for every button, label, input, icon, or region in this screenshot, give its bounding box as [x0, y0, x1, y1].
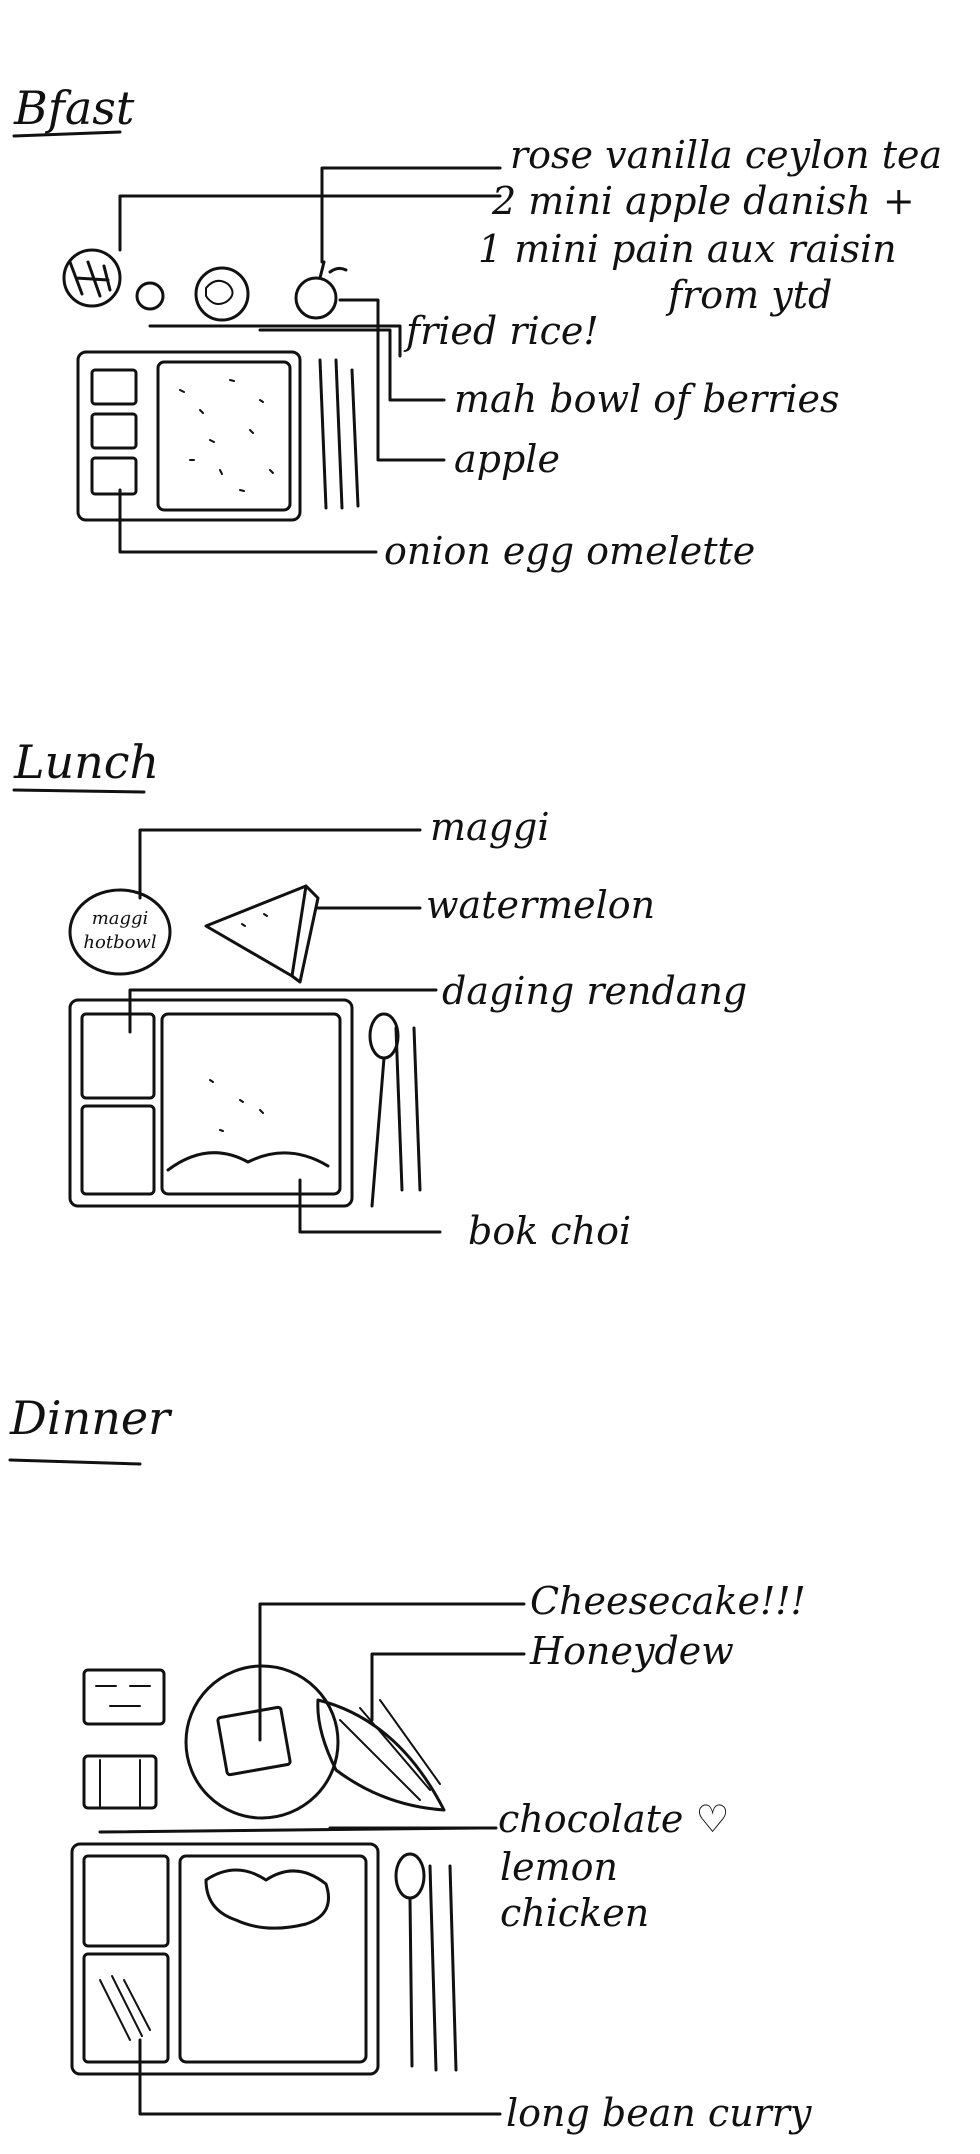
drink-box-icon [82, 1668, 166, 1810]
tea-leader [118, 194, 502, 252]
breakfast-tray-icon [76, 350, 302, 522]
dinner-section: Dinner [8, 1391, 812, 2135]
lunch-section: Lunch maggi hotbowl maggi w [12, 735, 747, 1253]
lunch-tray-icon [68, 998, 354, 1208]
breakfast-heading: Bfast [13, 81, 135, 135]
maggi-bowl-text-line2: hotbowl [83, 932, 156, 953]
tea-cup-icon [62, 248, 122, 308]
apple-leader [338, 298, 446, 462]
maggi-leader [138, 828, 422, 900]
omelette-leader [118, 488, 378, 554]
honeydew-label: Honeydew [529, 1629, 734, 1673]
berries-label: mah bowl of berries [454, 377, 840, 421]
pastry-label-line3: from ytd [665, 273, 832, 317]
maggi-bowl-icon: maggi hotbowl [68, 888, 172, 976]
cheesecake-leader [258, 1602, 526, 1742]
apple-label: apple [454, 437, 560, 481]
spoon-chopsticks-icon [368, 1012, 422, 1208]
berries-leader [258, 328, 446, 402]
honeydew-icon [316, 1698, 446, 1812]
honeydew-leader [370, 1652, 526, 1722]
curry-label: long bean curry [506, 2091, 812, 2135]
cheesecake-plate-icon [184, 1664, 340, 1820]
pastry-label-line2: 1 mini pain aux raisin [478, 227, 897, 271]
dinner-tray-icon [70, 1842, 380, 2076]
small-dish-icon [135, 281, 165, 311]
chocolate-label: chocolate ♡ [498, 1797, 730, 1841]
cheesecake-label: Cheesecake!!! [530, 1579, 806, 1623]
pastry-label-line1: 2 mini apple danish + [491, 179, 915, 223]
breakfast-underline [12, 130, 122, 138]
tea-label: rose vanilla ceylon tea [510, 133, 942, 177]
lunch-underline [12, 788, 146, 794]
omelette-label: onion egg omelette [384, 529, 755, 573]
lemon-label: lemon [500, 1845, 618, 1889]
bokchoi-leader [298, 1178, 442, 1234]
bokchoi-label: bok choi [468, 1209, 631, 1253]
maggi-bowl-text-line1: maggi [92, 908, 149, 929]
dinner-underline [8, 1458, 142, 1466]
breakfast-section: Bfast [12, 81, 942, 573]
pastry-plate-icon [194, 266, 250, 322]
dinner-heading: Dinner [9, 1391, 173, 1445]
lunch-heading: Lunch [13, 735, 159, 789]
apple-icon [294, 260, 348, 320]
chicken-label: chicken [500, 1891, 649, 1935]
chopsticks-icon [318, 358, 360, 510]
maggi-label: maggi [430, 805, 550, 849]
watermelon-icon [204, 884, 320, 984]
rice-label: fried rice! [403, 309, 599, 353]
watermelon-label: watermelon [426, 883, 655, 927]
pastry-leader [320, 166, 502, 264]
dinner-utensils-icon [394, 1852, 458, 2072]
rendang-label: daging rendang [442, 969, 747, 1013]
curry-leader [138, 2038, 502, 2116]
rice-leader [148, 324, 402, 358]
rendang-leader [128, 988, 438, 1034]
